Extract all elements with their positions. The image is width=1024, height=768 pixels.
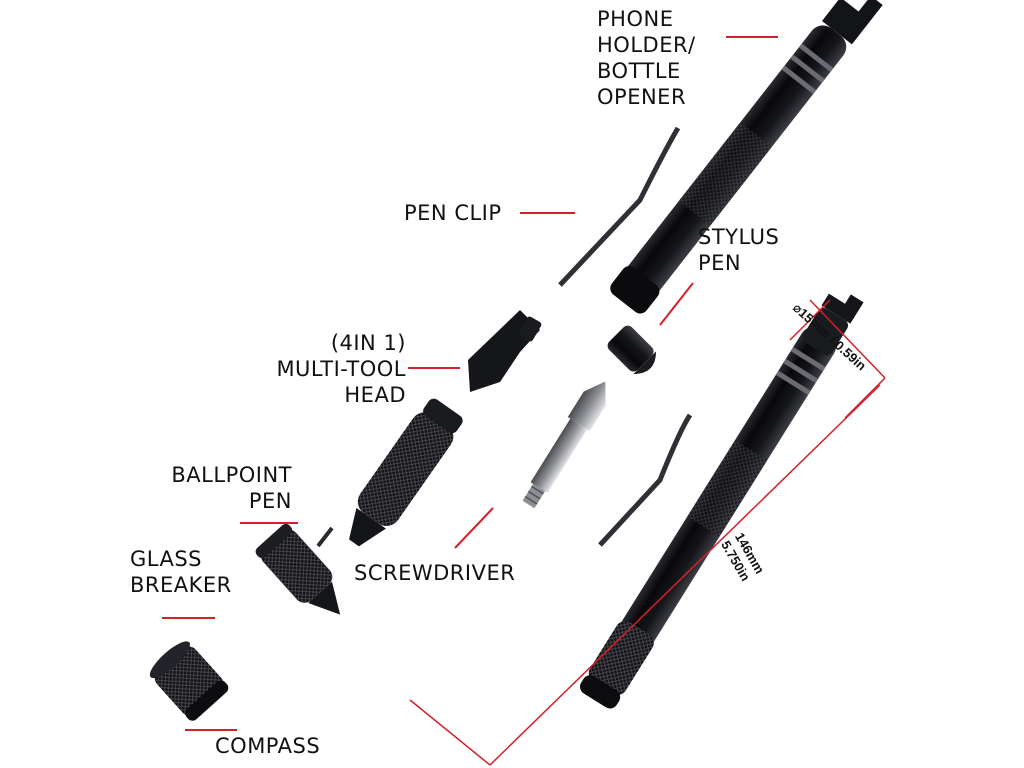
label-pen-clip: PEN CLIP bbox=[404, 201, 502, 225]
label-stylus-pen: STYLUS PEN bbox=[698, 225, 780, 275]
dimension-lines bbox=[409, 299, 886, 766]
glass-breaker-part bbox=[255, 523, 341, 615]
pen-clip-assembled bbox=[598, 413, 693, 547]
multi-tool-body bbox=[349, 398, 463, 547]
label-ballpoint-pen: BALLPOINT PEN bbox=[171, 463, 292, 513]
tool-small-part bbox=[518, 316, 542, 342]
label-glass-breaker: GLASS BREAKER bbox=[130, 547, 232, 597]
label-compass: COMPASS bbox=[215, 734, 321, 758]
label-multi-tool-head: (4IN 1) MULTI-TOOL HEAD bbox=[276, 331, 406, 407]
leader-lines bbox=[162, 36, 778, 731]
ballpoint-tip bbox=[316, 526, 334, 548]
screwdriver-bit bbox=[522, 381, 606, 509]
label-screwdriver: SCREWDRIVER bbox=[354, 561, 516, 585]
stylus-tip bbox=[607, 325, 657, 375]
assembled-pen bbox=[579, 293, 864, 709]
pen-clip-exploded bbox=[558, 126, 681, 287]
compass-cap bbox=[149, 641, 229, 721]
exploded-main-body bbox=[610, 0, 883, 314]
label-phone-holder: PHONE HOLDER/ BOTTLE OPENER bbox=[597, 7, 696, 109]
